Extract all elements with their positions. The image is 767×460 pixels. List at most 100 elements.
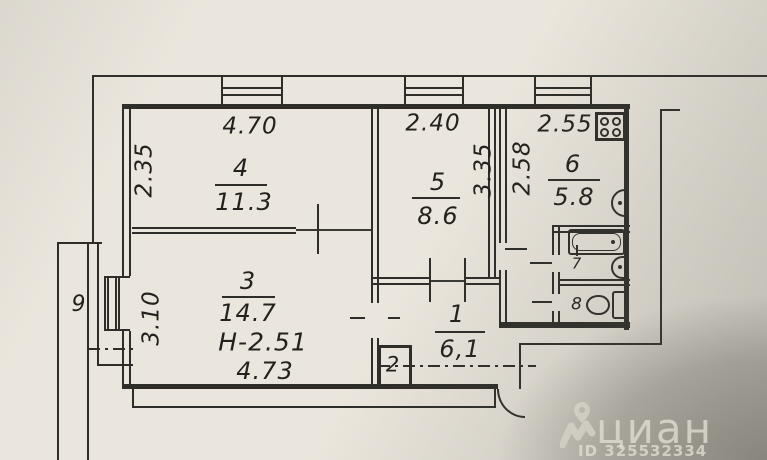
toilet-tank-icon: [612, 291, 627, 319]
wall: [377, 109, 379, 303]
dim-room5-depth: 3.35: [470, 142, 497, 198]
door-tick: [464, 258, 466, 302]
wall: [371, 109, 373, 303]
ceiling-height-note: H-2.51: [218, 327, 308, 357]
balcony-window-icon: [118, 276, 120, 331]
balcony-window-cap: [104, 276, 130, 278]
outer-wall-left: [122, 331, 124, 389]
building-outline-neighbor-stub: [660, 109, 680, 111]
window-icon: [221, 87, 283, 89]
room-8-number: 8: [571, 294, 583, 315]
wall: [499, 270, 501, 328]
wall: [494, 109, 496, 277]
outer-wall-left: [129, 331, 131, 389]
wall: [488, 109, 490, 277]
wall: [558, 311, 560, 328]
dim-room3-depth: 3.10: [138, 290, 165, 346]
building-outline-neighbor-vert: [660, 109, 662, 345]
window-icon: [534, 76, 536, 107]
section-line: [378, 365, 536, 367]
outer-wall-top: [122, 104, 630, 109]
cian-id: ID 325532334: [578, 442, 708, 460]
room-5-number: 5: [429, 168, 447, 196]
door-tick: [530, 262, 552, 264]
room-6-area: 5.8: [553, 183, 595, 211]
wall: [466, 283, 500, 285]
dim-room6-depth: 2.58: [509, 140, 536, 196]
balcony-right: [87, 242, 89, 460]
dim-room4-depth: 2.35: [131, 142, 158, 198]
room-6-number: 6: [564, 150, 582, 178]
wall: [499, 322, 630, 328]
room-4-fraction-bar: [215, 184, 267, 186]
balcony-window-cap: [104, 329, 130, 331]
building-outline-bottom-right-riser: [494, 388, 496, 408]
room-6-fraction-bar: [548, 179, 600, 181]
wall: [552, 311, 554, 328]
door-tick: [429, 258, 431, 302]
dim-room3-width: 4.73: [236, 357, 294, 385]
building-outline-top: [92, 75, 767, 77]
wall: [371, 283, 430, 285]
balcony-window-icon: [104, 276, 106, 331]
dim-room6-width: 2.55: [537, 111, 593, 138]
room-2-number: 2: [385, 352, 401, 377]
door-opening: [296, 229, 372, 231]
kitchen-sink-drain: [618, 201, 622, 205]
bathtub-icon: [568, 229, 625, 255]
dim-room4-width: 4.70: [222, 113, 278, 140]
room-1-area: 6,1: [439, 335, 481, 363]
door-tick: [317, 204, 319, 254]
outer-wall-right: [624, 104, 629, 330]
window-icon: [221, 94, 283, 96]
outer-wall-left: [122, 104, 124, 276]
window-icon: [590, 76, 592, 107]
wall: [552, 225, 554, 255]
stove-burner-icon: [612, 128, 621, 137]
dim-room5-width: 2.40: [405, 110, 461, 137]
stove-burner-icon: [600, 128, 609, 137]
room-1-fraction-bar: [435, 331, 485, 333]
wall: [466, 277, 500, 279]
room-3-fraction-bar: [222, 296, 275, 298]
balcony-left: [57, 242, 59, 460]
section-line-left: [88, 348, 138, 350]
room-4-area: 11.3: [215, 188, 273, 216]
wall: [558, 279, 630, 281]
wall: [505, 109, 507, 243]
room-3-number: 3: [239, 267, 257, 295]
window-icon: [404, 94, 464, 96]
building-outline-bottom-left-riser: [132, 388, 134, 408]
entry-door-arc-icon: [497, 389, 525, 418]
window-icon: [534, 94, 592, 96]
wall: [558, 272, 560, 294]
bath-sink-drain: [618, 265, 622, 269]
balcony-top: [57, 242, 102, 244]
stove-burner-icon: [600, 117, 609, 126]
door-tick: [350, 317, 365, 319]
window-icon: [404, 87, 464, 89]
room-5-area: 8.6: [417, 202, 459, 230]
door-tick: [532, 301, 552, 303]
wall: [552, 272, 554, 294]
wall: [505, 270, 507, 328]
cian-brand: циан: [596, 404, 714, 453]
room-4-number: 4: [232, 154, 250, 182]
bath-sink-icon: [611, 256, 628, 279]
cian-watermark: циан ID 325532334: [556, 396, 767, 460]
room-3-area: 14.7: [219, 299, 277, 327]
wall: [132, 232, 296, 234]
building-outline-stair-horiz: [519, 343, 661, 345]
building-outline-bottom: [132, 406, 496, 408]
outer-wall-bottom: [122, 384, 498, 389]
balcony-inner-wall-bottom: [97, 364, 133, 366]
outer-wall-left: [129, 104, 131, 276]
wall: [132, 227, 296, 229]
door-opening: [430, 280, 466, 282]
window-icon: [221, 76, 223, 107]
wall: [558, 284, 630, 286]
room-9-number: 9: [71, 292, 87, 317]
wall: [552, 225, 630, 227]
wall: [371, 338, 373, 386]
